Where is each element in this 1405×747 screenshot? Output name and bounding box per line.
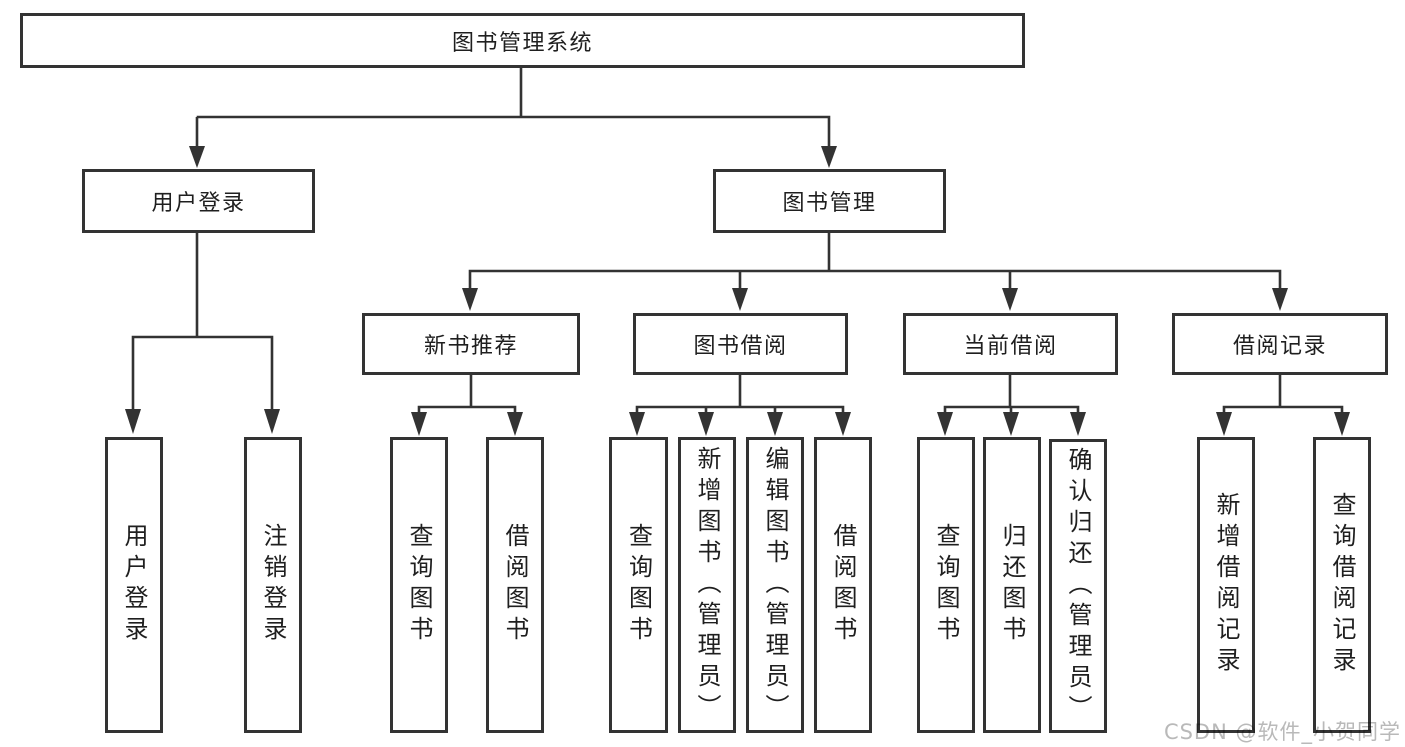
connector-login-branch xyxy=(131,233,274,411)
connector-records-branch xyxy=(1222,375,1344,414)
leaf-newbook-borrow-books: 借阅图书 xyxy=(486,437,544,733)
leaf-confirm-return-admin: 确认归还（管理员） xyxy=(1049,439,1107,733)
connector-bookmgmt-branch xyxy=(468,233,1282,290)
node-book-management-label: 图书管理 xyxy=(782,191,877,216)
arrowheads-records-leaves xyxy=(1216,412,1350,436)
leaf-borrow-borrow-books-label: 借阅图书 xyxy=(829,523,857,647)
leaf-current-query-books-label: 查询图书 xyxy=(932,523,960,647)
leaf-add-books-admin-label: 新增图书（管理员） xyxy=(693,445,721,725)
node-new-book-recommend: 新书推荐 xyxy=(362,313,580,375)
leaf-logout-label: 注销登录 xyxy=(259,523,287,647)
leaf-query-borrow-record: 查询借阅记录 xyxy=(1313,437,1371,733)
node-borrow-records-label: 借阅记录 xyxy=(1232,334,1327,359)
node-user-login: 用户登录 xyxy=(82,169,315,233)
leaf-newbook-query-books-label: 查询图书 xyxy=(405,523,433,647)
leaf-logout: 注销登录 xyxy=(244,437,302,733)
leaf-borrow-query-books-label: 查询图书 xyxy=(624,523,653,647)
connector-newbook-branch xyxy=(417,375,517,414)
leaf-borrow-query-books: 查询图书 xyxy=(609,437,668,733)
arrowheads-currentborrow-leaves xyxy=(937,412,1086,436)
arrowheads-newbook-leaves xyxy=(411,412,523,436)
leaf-user-login-label: 用户登录 xyxy=(120,523,148,647)
leaf-return-books-label: 归还图书 xyxy=(998,523,1026,647)
node-current-borrow-label: 当前借阅 xyxy=(963,334,1058,359)
connector-currentborrow-branch xyxy=(943,375,1080,414)
leaf-newbook-borrow-books-label: 借阅图书 xyxy=(501,523,529,647)
node-user-login-label: 用户登录 xyxy=(151,191,246,216)
leaf-add-borrow-record: 新增借阅记录 xyxy=(1197,437,1255,733)
arrowheads-bookborrow-leaves xyxy=(629,412,851,436)
node-book-management: 图书管理 xyxy=(713,169,946,233)
leaf-confirm-return-admin-label: 确认归还（管理员） xyxy=(1064,446,1092,726)
node-book-borrow-label: 图书借阅 xyxy=(693,334,788,359)
leaf-edit-books-admin-label: 编辑图书（管理员） xyxy=(761,445,789,725)
leaf-newbook-query-books: 查询图书 xyxy=(390,437,448,733)
arrowheads-login-leaves xyxy=(125,409,280,434)
leaf-query-borrow-record-label: 查询借阅记录 xyxy=(1328,492,1356,678)
node-root-label: 图书管理系统 xyxy=(451,30,593,56)
node-borrow-records: 借阅记录 xyxy=(1172,313,1388,375)
arrowheads-level2 xyxy=(189,146,837,168)
leaf-borrow-borrow-books: 借阅图书 xyxy=(814,437,872,733)
leaf-edit-books-admin: 编辑图书（管理员） xyxy=(746,437,804,733)
node-root-system: 图书管理系统 xyxy=(20,13,1025,68)
connector-root-branch xyxy=(195,68,831,150)
leaf-return-books: 归还图书 xyxy=(983,437,1041,733)
leaf-current-query-books: 查询图书 xyxy=(917,437,975,733)
node-new-book-recommend-label: 新书推荐 xyxy=(423,334,518,359)
node-book-borrow: 图书借阅 xyxy=(633,313,848,375)
connector-bookborrow-branch xyxy=(635,375,845,414)
leaf-user-login: 用户登录 xyxy=(105,437,163,733)
node-current-borrow: 当前借阅 xyxy=(903,313,1118,375)
arrowheads-level3 xyxy=(462,288,1288,311)
leaf-add-borrow-record-label: 新增借阅记录 xyxy=(1212,492,1240,678)
leaf-add-books-admin: 新增图书（管理员） xyxy=(678,437,736,733)
csdn-watermark: CSDN @软件_小贺同学 xyxy=(1163,720,1401,744)
